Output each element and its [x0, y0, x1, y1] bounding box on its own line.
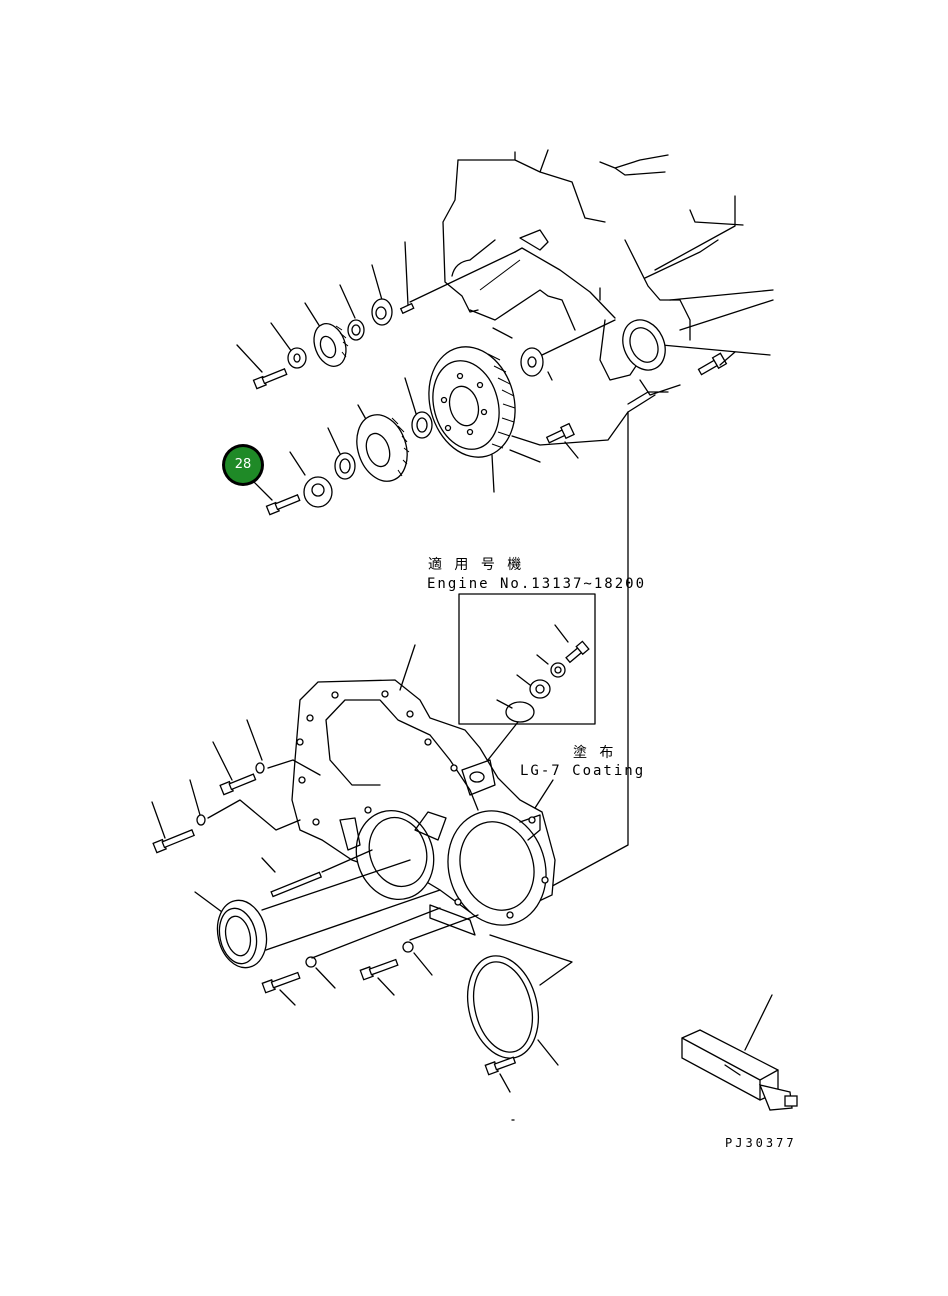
- gasket-bolt: [484, 1056, 517, 1076]
- coating-en-label: LG-7 Coating: [520, 763, 646, 779]
- inset-bolt: [565, 640, 590, 664]
- applicable-jp-label: 適 用 号 機: [428, 557, 524, 573]
- cover-bolt-2: [152, 829, 195, 854]
- lower-bolt-2: [359, 958, 399, 981]
- dowel-pin: [399, 302, 415, 315]
- front-cover: [291, 679, 556, 936]
- inset-box: [458, 593, 596, 725]
- coating-jp-label: 塗 布: [573, 745, 616, 761]
- inset-plug: [505, 701, 535, 723]
- crankshaft-gear: [428, 346, 516, 458]
- drawing-code: PJ30377: [725, 1136, 797, 1150]
- engine-block-outline: [442, 149, 774, 405]
- cover-dowel: [270, 871, 323, 898]
- block-bolt: [697, 352, 728, 376]
- cover-gasket: [467, 955, 539, 1059]
- idler-bolt: [252, 368, 288, 390]
- front-oil-seal: [216, 899, 268, 969]
- item-28-bolt: [265, 494, 301, 516]
- lower-bolt-1: [261, 971, 301, 994]
- callout-number: 28: [225, 447, 261, 483]
- item-28-callout[interactable]: 28: [222, 444, 264, 486]
- gear-bolt: [545, 422, 575, 444]
- special-tool: [681, 1029, 798, 1111]
- applicable-engine-label: Engine No.13137~18200: [427, 576, 647, 592]
- cover-bolt-1: [219, 773, 257, 796]
